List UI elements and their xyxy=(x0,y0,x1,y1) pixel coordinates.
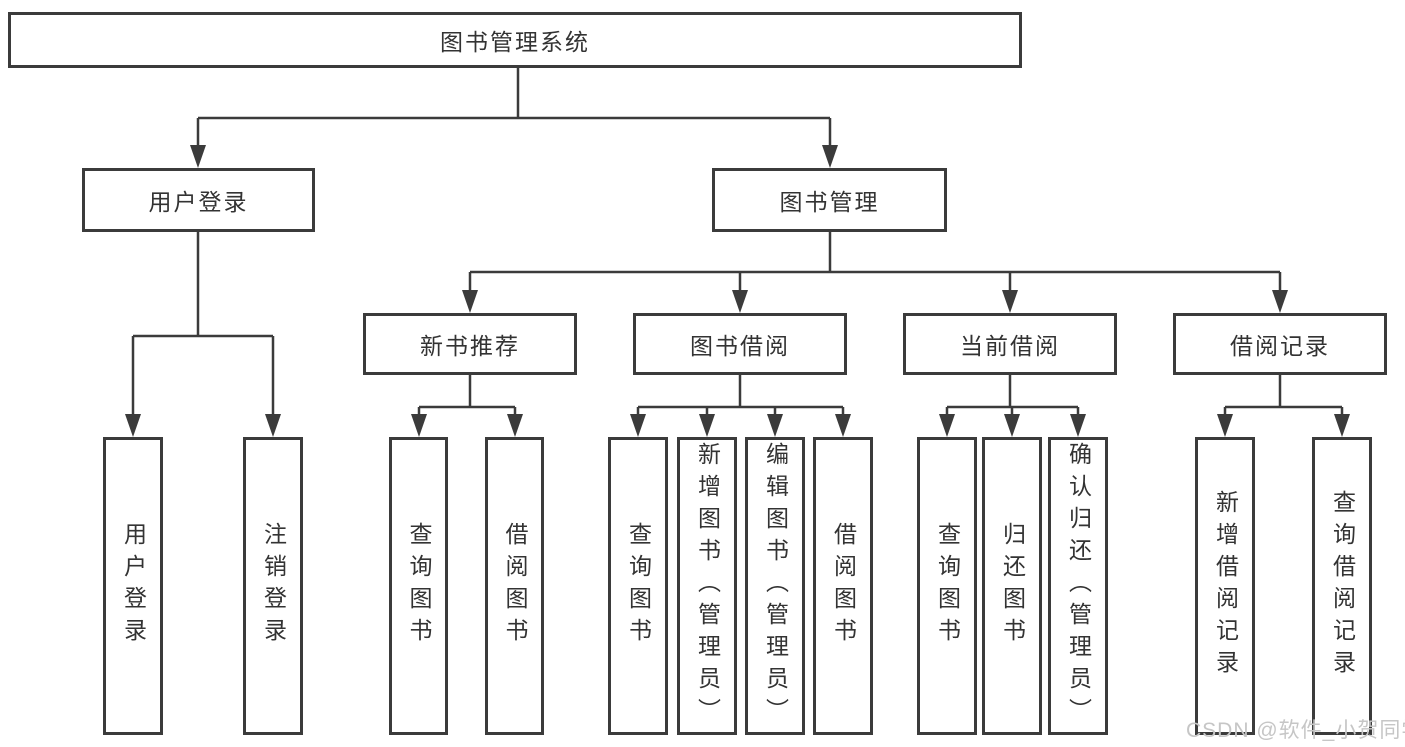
node-new-book-recommendation: 新书推荐 xyxy=(363,313,577,375)
arrowhead xyxy=(767,414,783,437)
node-book-management: 图书管理 xyxy=(712,168,947,232)
node-label: 编辑图书（管理员） xyxy=(762,442,789,730)
leaf-user-login: 用户登录 xyxy=(103,437,163,735)
arrowhead xyxy=(1002,290,1018,313)
csdn-watermark: CSDN @软件_小贺同学 xyxy=(1186,719,1405,742)
node-label: 新增借阅记录 xyxy=(1212,490,1239,682)
leaf-add-borrow-record: 新增借阅记录 xyxy=(1195,437,1255,735)
node-label: 借阅图书 xyxy=(830,522,857,650)
arrowhead xyxy=(190,145,206,168)
leaf-return-books: 归还图书 xyxy=(982,437,1042,735)
arrowhead xyxy=(125,414,141,437)
leaf-recommend-borrow-books: 借阅图书 xyxy=(485,437,544,735)
leaf-edit-books-admin: 编辑图书（管理员） xyxy=(745,437,805,735)
node-label: 用户登录 xyxy=(120,522,147,650)
node-library-management-system: 图书管理系统 xyxy=(8,12,1022,68)
arrowhead xyxy=(822,145,838,168)
node-label: 归还图书 xyxy=(999,522,1026,650)
node-label: 图书借阅 xyxy=(690,333,790,359)
arrowhead xyxy=(507,414,523,437)
node-borrowing-records: 借阅记录 xyxy=(1173,313,1387,375)
node-book-borrowing: 图书借阅 xyxy=(633,313,847,375)
arrowhead xyxy=(732,290,748,313)
node-label: 图书管理 xyxy=(779,189,880,215)
node-current-borrowing: 当前借阅 xyxy=(903,313,1117,375)
arrowhead xyxy=(1217,414,1233,437)
leaf-borrowing-query-books: 查询图书 xyxy=(608,437,668,735)
arrowhead xyxy=(1004,414,1020,437)
node-label: 借阅图书 xyxy=(502,522,528,650)
node-label: 注销登录 xyxy=(260,522,287,650)
node-label: 查询借阅记录 xyxy=(1329,490,1356,682)
node-label: 借阅记录 xyxy=(1230,333,1330,359)
arrowhead xyxy=(411,414,427,437)
arrowhead xyxy=(835,414,851,437)
leaf-borrowing-borrow-books: 借阅图书 xyxy=(813,437,873,735)
node-label: 当前借阅 xyxy=(960,333,1060,359)
leaf-logout-login: 注销登录 xyxy=(243,437,303,735)
arrowhead xyxy=(1070,414,1086,437)
node-label: 用户登录 xyxy=(148,189,249,215)
node-user-login: 用户登录 xyxy=(82,168,315,232)
node-label: 新增图书（管理员） xyxy=(694,442,721,730)
node-label: 确认归还（管理员） xyxy=(1065,442,1092,730)
arrowhead xyxy=(1334,414,1350,437)
arrowhead xyxy=(630,414,646,437)
arrowhead xyxy=(1272,290,1288,313)
node-label: 查询图书 xyxy=(406,522,432,650)
arrowhead xyxy=(699,414,715,437)
arrowhead xyxy=(265,414,281,437)
node-label: 图书管理系统 xyxy=(440,29,590,55)
leaf-add-books-admin: 新增图书（管理员） xyxy=(677,437,737,735)
arrowhead xyxy=(462,290,478,313)
leaf-current-query-books: 查询图书 xyxy=(917,437,977,735)
leaf-query-borrow-record: 查询借阅记录 xyxy=(1312,437,1372,735)
node-label: 新书推荐 xyxy=(420,333,520,359)
node-label: 查询图书 xyxy=(934,522,961,650)
leaf-confirm-return-admin: 确认归还（管理员） xyxy=(1048,437,1108,735)
leaf-recommend-query-books: 查询图书 xyxy=(389,437,448,735)
arrowhead xyxy=(939,414,955,437)
node-label: 查询图书 xyxy=(625,522,652,650)
